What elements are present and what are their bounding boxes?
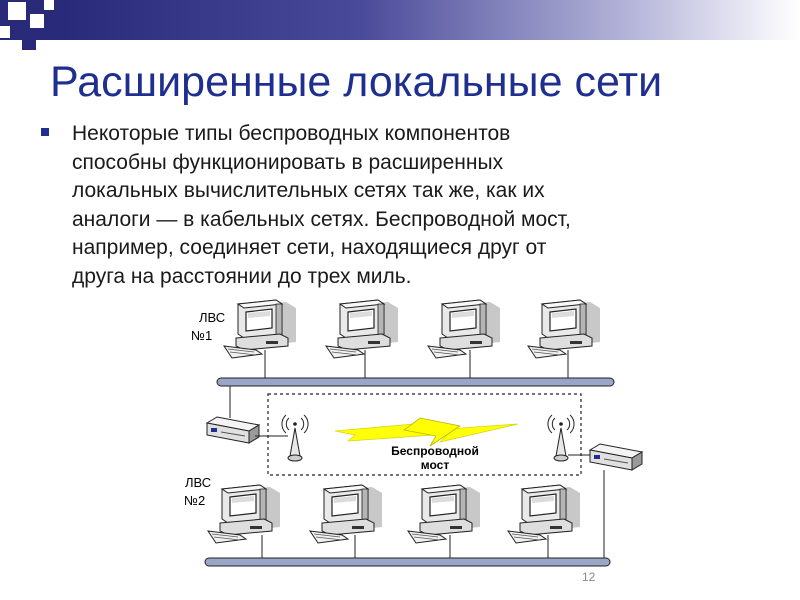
deco-square	[8, 2, 26, 20]
bullet-text-line: локальных вычислительных сетях так же, к…	[72, 179, 545, 203]
antenna-icon	[281, 414, 309, 462]
lan1-computer-icon	[325, 299, 399, 359]
slide-title: Расширенные локальные сети	[50, 58, 663, 106]
wireless-bridge-zone	[267, 393, 582, 476]
lan2-computer-icon	[407, 484, 481, 544]
lan2-label: №2	[184, 493, 205, 508]
lan1-bus	[216, 350, 615, 418]
deco-square	[30, 14, 44, 28]
lan2-label: ЛВС	[185, 475, 211, 490]
bullet-text-line: Некоторые типы беспроводных компонентов	[72, 122, 511, 145]
bullet-text-line: например, соединяет сети, находящиеся др…	[72, 236, 547, 260]
bridge-unit-icon	[589, 443, 643, 471]
deco-square	[22, 38, 36, 50]
lan2-bus	[204, 535, 611, 567]
title-banner	[0, 0, 800, 40]
lan1-computer-icon	[527, 299, 601, 359]
bullet-text-line: способны функционировать в расширенных	[72, 150, 504, 174]
lan1-computer-icon	[427, 299, 501, 359]
bridge-unit-icon	[206, 416, 260, 444]
bullet-text-line: аналоги — в кабельных сетях. Беспроводно…	[72, 207, 571, 231]
deco-square	[44, 0, 54, 10]
lan2-computer-icon	[507, 484, 581, 544]
deco-square	[0, 26, 10, 38]
page-number: 12	[582, 570, 596, 584]
lan1-computer-icon	[223, 299, 297, 359]
bullet-marker	[41, 128, 49, 136]
bullet-text-line: друга на расстоянии до трех миль.	[72, 264, 412, 288]
lightning-icon	[403, 417, 462, 447]
lan1-label: ЛВС	[199, 310, 225, 325]
bridge-label: Беспроводной	[391, 444, 479, 458]
bullet-text: Некоторые типы беспроводных компонентов …	[72, 120, 732, 292]
bridge-label: мост	[421, 458, 450, 472]
lan1-label: №1	[191, 328, 212, 343]
lan2-computer-icon	[309, 484, 383, 544]
antenna-icon	[547, 414, 575, 462]
lan2-computer-icon	[207, 484, 281, 544]
